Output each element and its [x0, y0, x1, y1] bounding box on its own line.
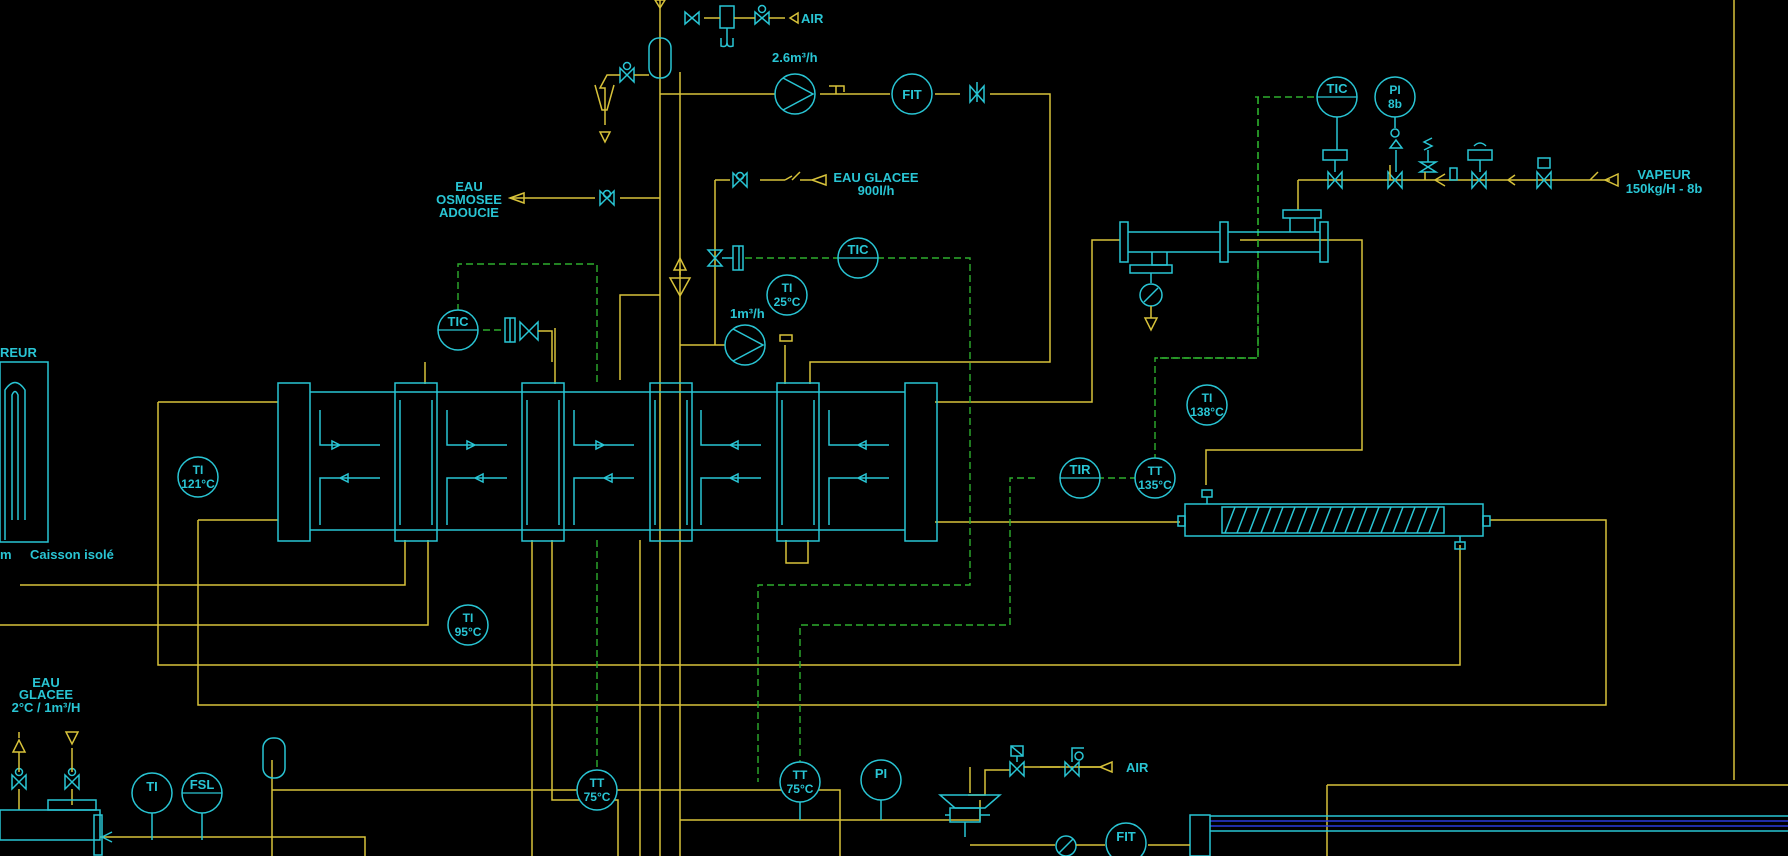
instrument-tag: TT	[590, 776, 605, 790]
instrument-tir[interactable]: TIR	[1059, 457, 1101, 499]
instrument-tag: TI	[193, 463, 204, 477]
instrument-fit-top[interactable]: FIT	[891, 73, 933, 115]
instrument-value: 135°C	[1138, 478, 1172, 492]
left-tank	[0, 361, 49, 543]
valves	[0, 0, 1619, 856]
flow-top-label: 2.6m³/h	[772, 50, 818, 65]
instrument-tic-left[interactable]: TIC	[437, 309, 479, 351]
instrument-pi-top-right[interactable]: PI 8b	[1374, 76, 1416, 118]
pumps	[724, 73, 845, 366]
steam-heater	[1119, 209, 1329, 332]
instrument-tag: PI	[1389, 83, 1400, 97]
signal-lines	[457, 96, 1325, 782]
instrument-value: 75°C	[787, 782, 814, 796]
instrument-ti-121[interactable]: TI 121°C	[177, 456, 219, 498]
instrument-tag: TIC	[1327, 81, 1349, 96]
instrument-fsl[interactable]: FSL	[181, 772, 223, 814]
caisson-label: Caisson isolé	[30, 547, 114, 562]
instrument-tag: FSL	[190, 777, 215, 792]
text-labels: AIR 2.6m³/h EAU OSMOSEE ADOUCIE EAU GLAC…	[0, 11, 1702, 775]
eau-osmosee-label-1: EAU	[455, 179, 482, 194]
pump-center	[724, 324, 793, 366]
instrument-ti-25[interactable]: TI 25°C	[766, 274, 808, 316]
air-bottom-label: AIR	[1126, 760, 1149, 775]
instrument-tag: TIC	[448, 314, 470, 329]
instrument-ti-bottom-left[interactable]: TI	[131, 772, 173, 814]
plate-heat-exchanger	[277, 382, 938, 542]
instrument-fit-bottom[interactable]: FIT	[1105, 822, 1147, 856]
instrument-tag: TI	[1202, 391, 1213, 405]
instrument-tag: TT	[1148, 464, 1163, 478]
eau-glacee-left-label-3: 2°C / 1m³/H	[12, 700, 81, 715]
instrument-tag: TI	[782, 281, 793, 295]
vapeur-label-2: 150kg/H - 8b	[1626, 181, 1703, 196]
eau-glacee-left-label-1: EAU	[32, 675, 59, 690]
instruments: FIT TIC PI 8b TIC TI 25°C TIC	[131, 73, 1416, 856]
eau-glacee-left-label-2: GLACEE	[19, 687, 74, 702]
instrument-tic-center[interactable]: TIC	[837, 237, 879, 279]
instrument-value: 121°C	[181, 477, 215, 491]
eau-glacee-top-label-2: 900l/h	[858, 183, 895, 198]
instrument-value: 8b	[1388, 97, 1402, 111]
instrument-tic-top-right[interactable]: TIC	[1316, 76, 1358, 118]
blue-lines	[1210, 815, 1788, 832]
eau-glacee-top-label-1: EAU GLACEE	[833, 170, 919, 185]
eau-osmosee-label-2: OSMOSEE	[436, 192, 502, 207]
reur-label: REUR	[0, 345, 37, 360]
instrument-tag: TI	[146, 779, 158, 794]
instrument-ti-95[interactable]: TI 95°C	[447, 604, 489, 646]
instrument-ti-138[interactable]: TI 138°C	[1186, 384, 1228, 426]
coil-heat-exchanger	[1177, 489, 1491, 550]
vapeur-label-1: VAPEUR	[1637, 167, 1691, 182]
instrument-pi-bottom[interactable]: PI	[860, 759, 902, 801]
instrument-tt-75-center[interactable]: TT 75°C	[779, 761, 821, 803]
instrument-value: 95°C	[455, 625, 482, 639]
flow-pump2-label: 1m³/h	[730, 306, 765, 321]
instrument-tag: TIC	[848, 242, 870, 257]
instrument-tag: FIT	[902, 87, 922, 102]
pump-top	[774, 73, 845, 115]
eau-osmosee-label-3: ADOUCIE	[439, 205, 499, 220]
air-top-label: AIR	[801, 11, 824, 26]
instrument-value: 75°C	[584, 790, 611, 804]
instrument-tag: PI	[875, 766, 887, 781]
instrument-tag: TT	[793, 768, 808, 782]
m-label: m	[0, 547, 12, 562]
instrument-value: 138°C	[1190, 405, 1224, 419]
instrument-tt-135[interactable]: TT 135°C	[1134, 457, 1176, 499]
instrument-tag: TIR	[1070, 462, 1092, 477]
instrument-tag: TI	[463, 611, 474, 625]
instrument-tag: FIT	[1116, 829, 1136, 844]
instrument-value: 25°C	[774, 295, 801, 309]
instrument-tt-75-left[interactable]: TT 75°C	[576, 769, 618, 811]
